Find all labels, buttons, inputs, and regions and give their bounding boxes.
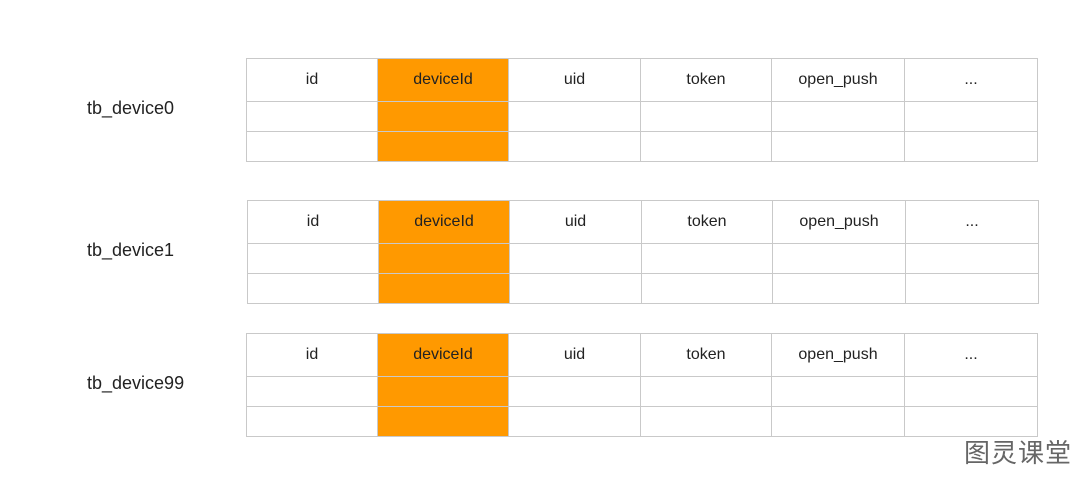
column-header-more: ...	[904, 58, 1038, 102]
table-cell	[508, 101, 641, 132]
table-cell	[640, 101, 772, 132]
table-cell-key	[378, 243, 510, 274]
watermark-logo: 图灵课堂	[963, 439, 1072, 469]
table-cell	[904, 131, 1038, 162]
column-header-open-push: open_push	[772, 200, 906, 244]
table-cell	[904, 376, 1038, 407]
column-header-uid: uid	[508, 333, 641, 377]
table-cell	[640, 376, 772, 407]
device-table: id deviceId uid token open_push ...	[246, 333, 1038, 437]
table-cell-key	[377, 101, 509, 132]
table-cell	[246, 376, 378, 407]
table-cell-key	[378, 273, 510, 304]
device-table: id deviceId uid token open_push ...	[247, 200, 1039, 304]
table-cell	[905, 243, 1039, 274]
column-header-deviceid: deviceId	[378, 200, 510, 244]
column-header-uid: uid	[509, 200, 642, 244]
table-name: tb_device0	[87, 98, 175, 118]
column-header-token: token	[640, 58, 772, 102]
column-header-deviceid: deviceId	[377, 58, 509, 102]
table-cell	[508, 406, 641, 437]
column-header-id: id	[246, 58, 378, 102]
table-cell	[247, 243, 379, 274]
table-row	[246, 131, 1038, 162]
table-cell-key	[377, 406, 509, 437]
table-cell	[771, 101, 905, 132]
device-table: id deviceId uid token open_push ...	[246, 58, 1038, 162]
table-cell	[641, 273, 773, 304]
column-header-token: token	[640, 333, 772, 377]
column-header-token: token	[641, 200, 773, 244]
table-row	[246, 376, 1038, 407]
table-row	[247, 273, 1039, 304]
table-name: tb_device1	[87, 240, 175, 260]
table-header-row: id deviceId uid token open_push ...	[247, 200, 1039, 244]
table-cell	[640, 406, 772, 437]
column-header-id: id	[247, 200, 379, 244]
table-cell	[771, 376, 905, 407]
table-cell	[772, 243, 906, 274]
table-cell	[508, 376, 641, 407]
column-header-more: ...	[905, 200, 1039, 244]
table-cell	[247, 273, 379, 304]
table-cell	[771, 131, 905, 162]
table-cell	[904, 406, 1038, 437]
table-cell	[509, 273, 642, 304]
table-row	[246, 101, 1038, 132]
table-cell	[246, 131, 378, 162]
table-cell	[771, 406, 905, 437]
table-cell	[640, 131, 772, 162]
table-cell-key	[377, 376, 509, 407]
table-cell	[641, 243, 773, 274]
table-cell	[509, 243, 642, 274]
column-header-open-push: open_push	[771, 58, 905, 102]
table-header-row: id deviceId uid token open_push ...	[246, 58, 1038, 102]
column-header-more: ...	[904, 333, 1038, 377]
column-header-deviceid: deviceId	[377, 333, 509, 377]
table-cell-key	[377, 131, 509, 162]
table-cell	[905, 273, 1039, 304]
table-row	[246, 406, 1038, 437]
table-cell	[246, 101, 378, 132]
table-cell	[904, 101, 1038, 132]
table-row	[247, 243, 1039, 274]
column-header-id: id	[246, 333, 378, 377]
table-name: tb_device99	[87, 373, 185, 393]
column-header-uid: uid	[508, 58, 641, 102]
table-cell	[508, 131, 641, 162]
table-cell	[246, 406, 378, 437]
table-cell	[772, 273, 906, 304]
table-header-row: id deviceId uid token open_push ...	[246, 333, 1038, 377]
column-header-open-push: open_push	[771, 333, 905, 377]
